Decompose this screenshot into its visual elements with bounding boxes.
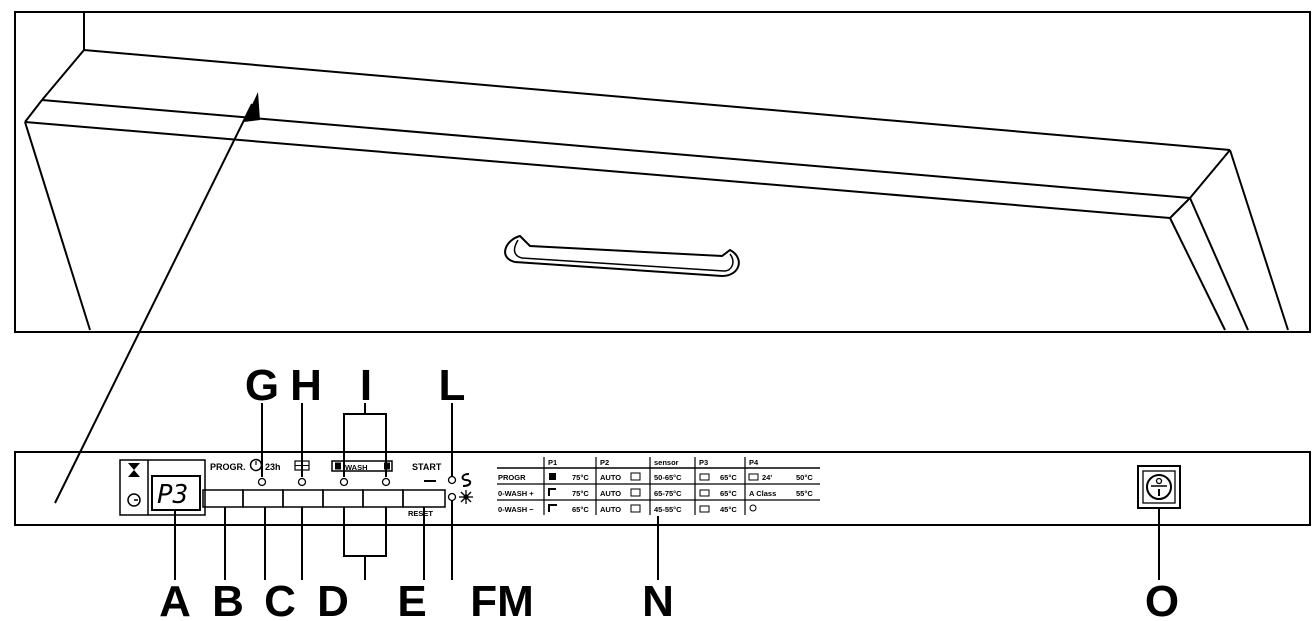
arrow-head-icon <box>244 92 260 122</box>
table-cell: AUTO <box>600 473 621 482</box>
table-cell: 75°C <box>572 489 589 498</box>
callout-labels: G H I L A B C D E FM N O <box>159 361 1179 621</box>
panel-frame <box>14 451 1311 526</box>
table-cell: 65°C <box>572 505 589 514</box>
table-row-name: 0-WASH + <box>498 489 534 498</box>
callout-d: D <box>317 577 349 621</box>
display-readout: P3 <box>157 480 188 510</box>
callout-h: H <box>290 361 322 410</box>
delay-label: 23h <box>265 462 281 472</box>
rinse-aid-icon <box>459 490 473 504</box>
callout-l: L <box>439 361 466 410</box>
display-module <box>119 459 206 516</box>
callout-a: A <box>159 577 191 621</box>
power-switch-icon[interactable] <box>1137 465 1181 509</box>
callout-g: G <box>245 361 279 410</box>
table-cell: 45°C <box>720 505 737 514</box>
led-rinse-aid <box>447 492 457 502</box>
table-row-name: 0-WASH − <box>498 505 534 514</box>
table-cell: 75°C <box>572 473 589 482</box>
table-header-p3: P3 <box>699 458 708 467</box>
led-wash-upper <box>381 477 391 487</box>
table-row-name: PROGR <box>498 473 526 482</box>
table-cell: 65-75°C <box>654 489 682 498</box>
pointer-arrow <box>54 92 260 504</box>
clock-icon <box>127 493 141 507</box>
led-delay <box>257 477 267 487</box>
table-header-p1: P1 <box>548 458 557 467</box>
wash-zone-label-box <box>331 460 393 472</box>
table-cell: A Class <box>749 489 776 498</box>
callout-i: I <box>360 361 372 410</box>
start-label: START <box>412 462 442 472</box>
program-table: P1 P2 sensor P3 P4 PROGR 75°C AUTO 50-65… <box>497 457 820 515</box>
callout-n: N <box>642 577 674 621</box>
half-load-button[interactable] <box>282 489 324 508</box>
led-half-load <box>297 477 307 487</box>
control-panel: P3 PROGR. 23h WASH START RESET <box>14 451 1311 526</box>
wash-lower-button[interactable] <box>322 489 364 508</box>
wash-upper-button[interactable] <box>362 489 404 508</box>
table-cell: AUTO <box>600 489 621 498</box>
table-header-p2: P2 <box>600 458 609 467</box>
program-button[interactable] <box>202 489 244 508</box>
table-cell: 55°C <box>796 489 813 498</box>
start-reset-button[interactable] <box>402 489 446 508</box>
table-header-p4: P4 <box>749 458 759 467</box>
table-cell: 45-55°C <box>654 505 682 514</box>
prog-label: PROGR. <box>210 462 246 472</box>
table-cell: 65°C <box>720 489 737 498</box>
delay-button[interactable] <box>242 489 284 508</box>
table-cell: 24' <box>762 473 772 482</box>
table-cell: AUTO <box>600 505 621 514</box>
table-cell: 50-65°C <box>654 473 682 482</box>
salt-icon <box>461 473 472 487</box>
reset-label: RESET <box>408 509 433 518</box>
led-wash-lower <box>339 477 349 487</box>
table-cell: 65°C <box>720 473 737 482</box>
callout-c: C <box>264 577 296 621</box>
table-cell: 50°C <box>796 473 813 482</box>
delay-timer-icon <box>249 458 263 472</box>
callout-fm: FM <box>470 577 534 621</box>
table-header-sensor: sensor <box>654 458 679 467</box>
led-salt <box>447 475 457 485</box>
wash-label: WASH <box>345 463 368 472</box>
callout-e: E <box>397 577 426 621</box>
callout-o: O <box>1145 577 1179 621</box>
door-handle <box>504 234 740 278</box>
door-illustration <box>14 11 1311 333</box>
callout-leaders <box>174 403 1160 580</box>
hourglass-icon <box>128 463 140 477</box>
illustration-frame <box>14 11 1311 333</box>
callout-b: B <box>212 577 244 621</box>
